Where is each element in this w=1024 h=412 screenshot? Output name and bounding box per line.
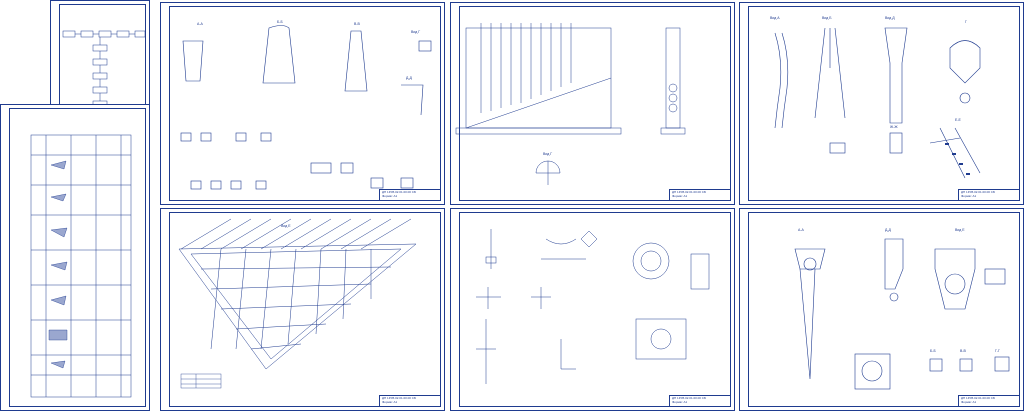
sheet-frame [748, 212, 1020, 407]
view-label: Б-Б [930, 349, 936, 353]
view-label: Е-Е [955, 118, 962, 122]
title-block-format: Формат А1 [382, 400, 398, 404]
view-label: Вид Б [822, 16, 832, 20]
view-label: Ж-Ж [890, 125, 898, 129]
view-label: Вид Д [885, 16, 895, 20]
title-block-format: Формат А1 [961, 400, 977, 404]
title-block-stamp: ДП 1Р.05.02.01.00.00 СБ [672, 396, 706, 400]
title-block-format: Формат А1 [382, 194, 398, 198]
view-label: Вид Г [543, 152, 552, 156]
side-view-drawing: Вид Г [455, 23, 686, 185]
view-label: В-В [960, 349, 967, 353]
title-block-format: Формат А1 [672, 194, 688, 198]
title-block-stamp: ДП 1Р.05.02.01.00.00 СБ [672, 190, 706, 194]
sheet-frame [169, 212, 441, 407]
view-label: А-А [798, 228, 805, 232]
sheet-process-table [0, 104, 150, 411]
view-label: Вид Е [281, 224, 291, 228]
title-block-stamp: ДП 1Р.05.02.01.00.00 СБ [961, 190, 995, 194]
view-label: Г-Г [995, 349, 1000, 353]
view-label: В-В [354, 22, 361, 26]
title-block-format: Формат А1 [961, 194, 977, 198]
view-label: Вид Е [955, 228, 965, 232]
process-table-drawing [30, 134, 132, 398]
view-label: Вид Г [411, 30, 420, 34]
sheet-lever-sections: А-А Д-Д Вид Е Б-Б В-В Г-Г ДП 1Р.05.02.01… [739, 208, 1024, 411]
title-block-stamp: ДП 1Р.05.02.01.00.00 СБ [382, 396, 416, 400]
view-label: Д-Д [406, 76, 413, 80]
sheet-sections: А-А Б-Б В-В Вид Г Д-Д ДП 1Р.05.02.01.00.… [160, 2, 445, 205]
assembly-drawing: Вид Е [178, 218, 417, 389]
view-label: Вид А [770, 16, 780, 20]
sheet-frame [748, 6, 1020, 201]
view-label: Г [965, 20, 967, 24]
clamp-views-drawing: Вид А Вид Б Вид Д Г Е-Е Ж-Ж [770, 16, 981, 179]
view-label: Д-Д [885, 228, 892, 232]
sections-drawing: А-А Б-Б В-В Вид Г Д-Д [180, 20, 432, 190]
sheet-frame [169, 6, 441, 201]
view-label: Б-Б [277, 20, 283, 24]
sheet-frame [459, 6, 731, 201]
view-label: А-А [197, 22, 204, 26]
title-block-stamp: ДП 1Р.05.02.01.00.00 СБ [961, 396, 995, 400]
sheet-frame [459, 212, 731, 407]
details-drawing [476, 229, 710, 384]
sheet-clamp-views: Вид А Вид Б Вид Д Г Е-Е Ж-Ж ДП 1Р.05.02.… [739, 2, 1024, 205]
lever-sections-drawing: А-А Д-Д Вид Е Б-Б В-В Г-Г [794, 228, 1010, 390]
title-block-format: Формат А1 [672, 400, 688, 404]
sheet-frame [9, 108, 146, 407]
title-block-stamp: ДП 1Р.05.02.01.00.00 СБ [382, 190, 416, 194]
